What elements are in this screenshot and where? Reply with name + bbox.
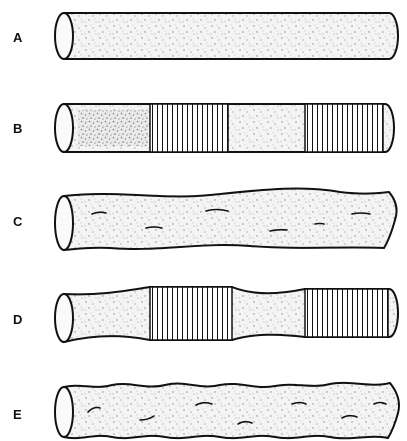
tube-b-ringed-section-2 [305,104,383,152]
row-e: E [13,383,399,438]
row-b: B [13,104,394,152]
tube-a-body [64,13,398,59]
row-label: A [13,30,23,45]
tube-e-end [55,387,73,437]
tube-e [55,383,399,438]
tube-d-ringed-section-1 [150,287,232,340]
row-label: E [13,407,22,422]
tube-c-body [64,189,397,250]
tube-a-end [55,13,73,59]
tube-e-body [64,383,399,438]
tube-a [55,13,398,59]
tube-b-end [55,104,73,152]
tube-b-dense-section [78,110,148,146]
row-label: D [13,312,22,327]
tube-b-ringed-section-1 [150,104,228,152]
tube-d [55,287,398,342]
tube-b [55,104,394,152]
row-d: D [13,287,398,342]
row-c: C [13,189,397,250]
row-label: C [13,214,23,229]
row-a: A [13,13,398,59]
tube-d-ringed-section-2 [305,289,388,337]
tube-c [55,189,397,250]
tube-c-end [55,196,73,250]
tube-d-end [55,294,73,342]
row-label: B [13,121,22,136]
